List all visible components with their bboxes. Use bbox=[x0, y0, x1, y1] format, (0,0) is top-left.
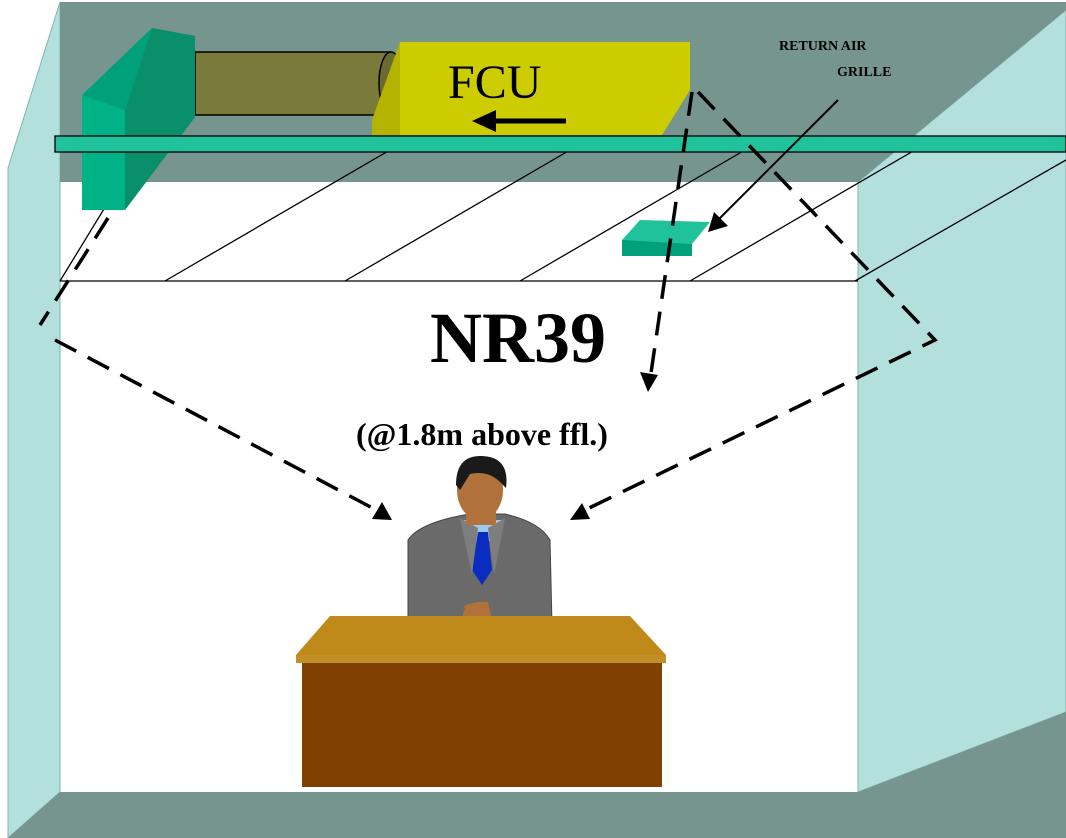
airflow-paths bbox=[38, 90, 938, 520]
return-air-grille bbox=[622, 220, 710, 256]
supply-duct bbox=[194, 51, 404, 116]
airflow-arrow bbox=[472, 110, 566, 132]
left-wall bbox=[7, 1, 61, 838]
floor bbox=[8, 712, 1066, 838]
ceiling-strip bbox=[54, 135, 1066, 153]
grille-leader-arrow bbox=[708, 99, 839, 232]
measurement-height-label: (@1.8m above ffl.) bbox=[356, 416, 608, 452]
noise-rating-label: NR39 bbox=[430, 298, 606, 378]
desk bbox=[296, 616, 666, 787]
fcu-unit: FCU bbox=[372, 42, 690, 135]
right-wall bbox=[857, 9, 1066, 793]
return-air-label-line2: GRILLE bbox=[837, 65, 891, 80]
return-air-label-line1: RETURN AIR bbox=[779, 39, 867, 54]
false-ceiling bbox=[59, 149, 1066, 282]
fcu-label: FCU bbox=[448, 56, 541, 109]
